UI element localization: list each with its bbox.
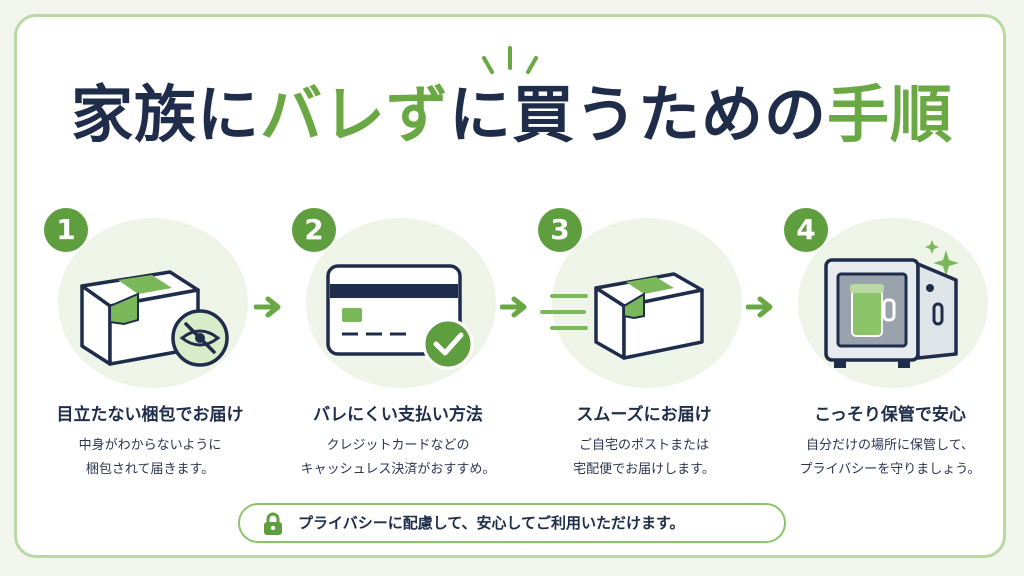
sparkle-rays-icon bbox=[482, 46, 538, 74]
arrow-right-icon bbox=[746, 296, 773, 318]
box-hidden-eye-icon bbox=[80, 270, 229, 367]
step-description-line-2: 宅配便でお届けします。 bbox=[573, 462, 715, 477]
step-4: 4 こっそり保管で安心 自分だけの場所に保管して、 プライバシーを守りましょう。 bbox=[780, 204, 1000, 484]
privacy-notice: プライバシーに配慮して、安心してご利用いただけます。 bbox=[238, 503, 786, 543]
step-description-line-1: 自分だけの場所に保管して、 bbox=[806, 438, 974, 453]
title-part-3: に買うための bbox=[449, 78, 828, 151]
step-description: 中身がわからないように 梱包されて届きます。 bbox=[20, 434, 280, 482]
title-part-1: 家族に bbox=[70, 78, 260, 151]
step-3: 3 スムーズにお届け ご自宅のポストまたは 宅配便でお届けします。 bbox=[534, 204, 754, 484]
safe-box-icon bbox=[824, 240, 959, 368]
title-part-2: バレず bbox=[259, 78, 449, 151]
title-part-4: 手順 bbox=[827, 78, 954, 151]
step-title: こっそり保管で安心 bbox=[814, 405, 966, 425]
page-title: 家族にバレずに買うための手順 bbox=[0, 84, 1024, 146]
step-title: スムーズにお届け bbox=[576, 405, 712, 425]
step-description-line-2: プライバシーを守りましょう。 bbox=[799, 462, 981, 477]
step-title: バレにくい支払い方法 bbox=[313, 405, 483, 425]
step-description-line-1: クレジットカードなどの bbox=[326, 438, 470, 453]
credit-card-check-icon bbox=[326, 264, 474, 370]
step-description: ご自宅のポストまたは 宅配便でお届けします。 bbox=[514, 434, 774, 482]
step-description: 自分だけの場所に保管して、 プライバシーを守りましょう。 bbox=[760, 434, 1020, 482]
arrow-right-icon bbox=[500, 296, 527, 318]
step-number-badge: 3 bbox=[538, 208, 582, 252]
lock-icon bbox=[264, 512, 282, 535]
fast-delivery-box-icon bbox=[540, 272, 704, 360]
privacy-notice-text: プライバシーに配慮して、安心してご利用いただけます。 bbox=[298, 514, 685, 532]
step-description-line-2: 梱包されて届きます。 bbox=[85, 462, 215, 477]
step-description-line-1: 中身がわからないように bbox=[78, 438, 222, 453]
step-1: 1 目立たない梱包でお届け 中身がわからないように 梱包されて届きます。 bbox=[40, 204, 260, 484]
step-description: クレジットカードなどの キャッシュレス決済がおすすめ。 bbox=[268, 434, 528, 482]
step-2: 2 バレにくい支払い方法 クレジットカードなどの キャッシュレス決済がおすすめ。 bbox=[288, 204, 508, 484]
step-description-line-1: ご自宅のポストまたは bbox=[578, 438, 709, 453]
step-number-badge: 4 bbox=[784, 208, 828, 252]
step-description-line-2: キャッシュレス決済がおすすめ。 bbox=[300, 462, 496, 477]
step-number-badge: 1 bbox=[44, 208, 88, 252]
arrow-right-icon bbox=[254, 296, 281, 318]
step-title: 目立たない梱包でお届け bbox=[56, 405, 244, 425]
step-number-badge: 2 bbox=[292, 208, 336, 252]
